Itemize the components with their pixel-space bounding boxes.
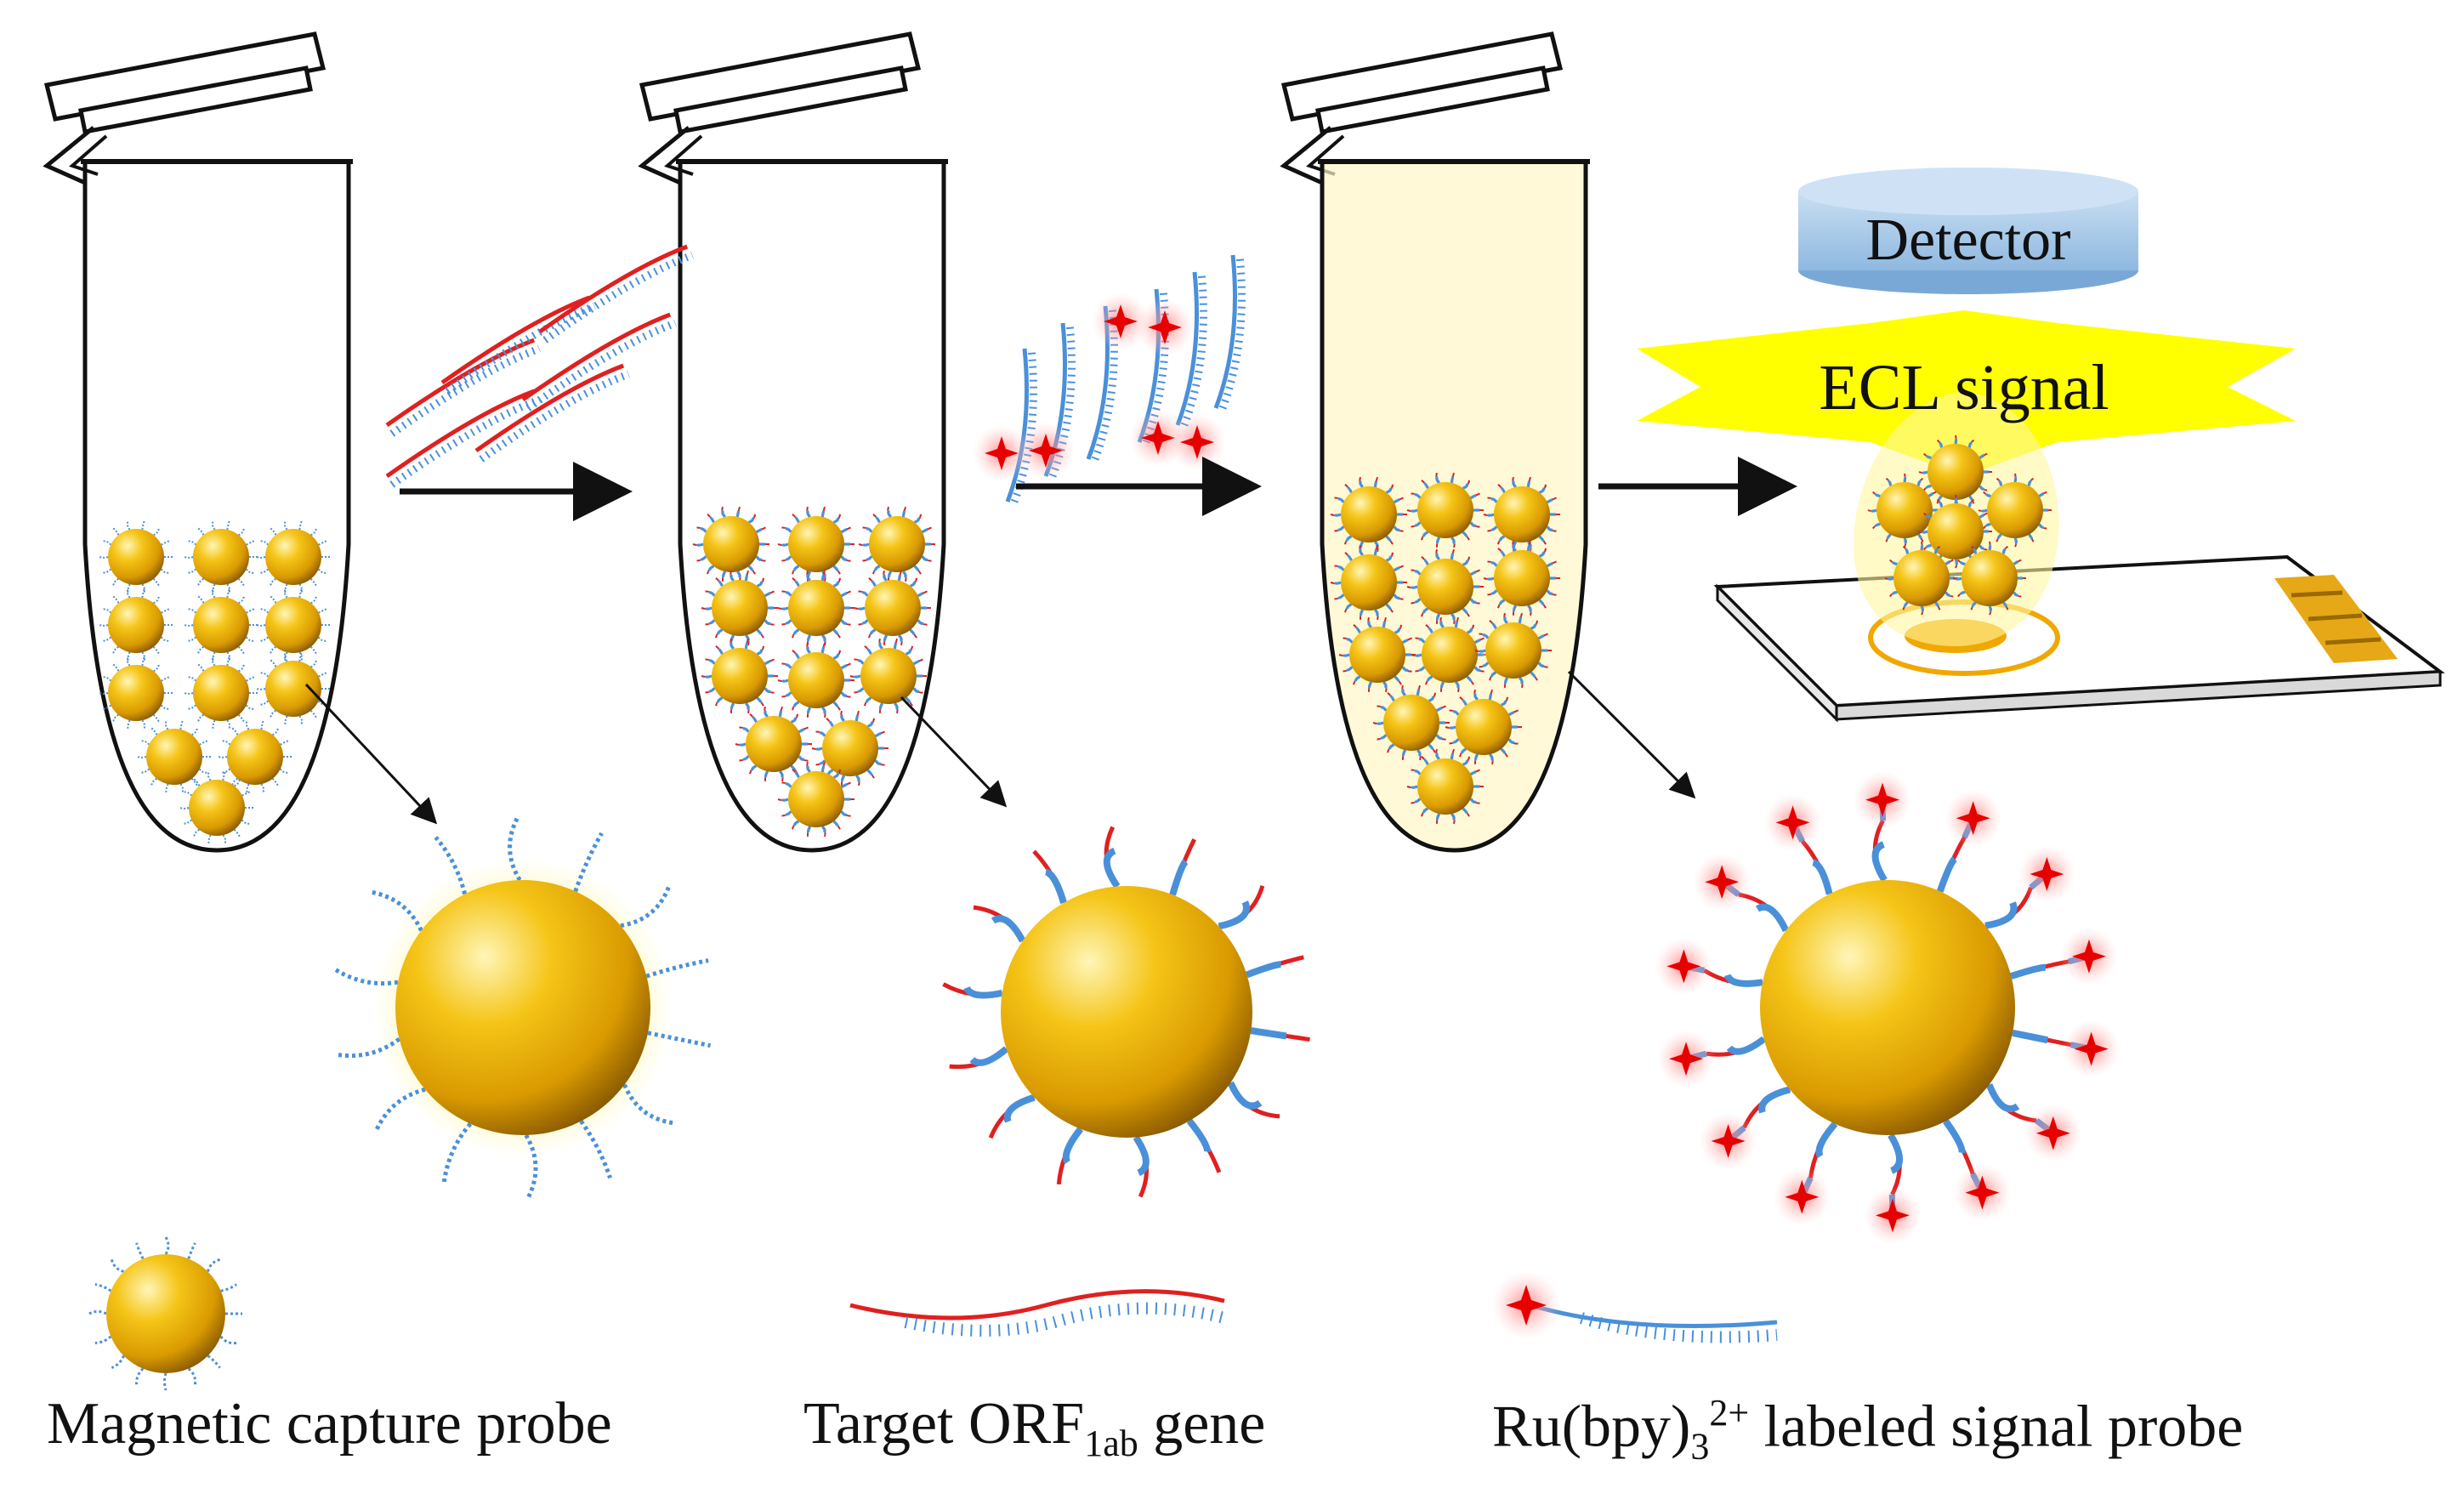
bead-icon <box>692 506 769 582</box>
bead-icon <box>1406 548 1484 625</box>
star-icon <box>1017 422 1075 480</box>
bead-icon <box>1952 541 2026 616</box>
star-icon <box>2024 1104 2082 1162</box>
dna-strand <box>538 244 694 344</box>
target-gene-caption: Target ORF1ab gene <box>803 1394 1265 1462</box>
target-caption-suffix: gene <box>1138 1391 1266 1457</box>
bead-icon <box>1406 472 1484 548</box>
star-icon <box>1092 292 1150 350</box>
bead-icon <box>1474 612 1552 689</box>
bead-icon <box>701 638 778 714</box>
bead-icon <box>256 588 330 662</box>
bead-icon <box>184 656 258 730</box>
bead-icon <box>184 588 258 662</box>
signal-caption-sup: 2+ <box>1709 1392 1750 1434</box>
star-icon <box>1863 1186 1922 1245</box>
dna-strand <box>385 338 541 437</box>
ecl-signal-label: ECL signal <box>1819 352 2109 423</box>
tube-icon <box>43 31 353 853</box>
legend-signal-strand <box>1491 1270 1778 1343</box>
bead-icon <box>218 720 292 793</box>
bead-icon <box>179 771 253 844</box>
signal-probe-strand <box>1213 254 1246 410</box>
bead-icon <box>99 588 173 662</box>
bead-icon <box>256 652 330 725</box>
bead-icon <box>1978 473 2052 548</box>
bead-icon <box>942 826 1310 1198</box>
dna-strand <box>385 389 541 488</box>
star-icon <box>973 424 1030 482</box>
bead-icon <box>811 710 889 787</box>
signal-caption-suffix: labeled signal probe <box>1749 1394 2244 1460</box>
dna-strand <box>474 363 630 463</box>
signal-probe-strand <box>1175 271 1207 427</box>
star-icon <box>1168 413 1226 471</box>
target-caption-prefix: Target ORF <box>803 1391 1085 1457</box>
bead-icon <box>735 706 812 782</box>
star-icon <box>1699 1112 1757 1171</box>
bead-icon <box>777 570 854 646</box>
bead-icon <box>88 1236 242 1391</box>
bead-icon <box>854 570 931 646</box>
star-icon <box>1773 1167 1831 1226</box>
detector-icon <box>1798 168 2138 294</box>
bead-icon <box>256 520 330 593</box>
dna-strand <box>521 312 677 412</box>
bead-icon <box>184 520 258 593</box>
star-icon <box>1491 1270 1561 1340</box>
capture-probe-caption: Magnetic capture probe <box>47 1391 612 1457</box>
bead-icon <box>777 506 854 582</box>
tube-icon <box>638 31 948 853</box>
bead-icon <box>1445 689 1522 765</box>
bead-icon <box>334 815 712 1201</box>
bead-icon <box>1338 616 1416 693</box>
signal-probe-strand <box>1005 348 1037 503</box>
star-icon <box>1953 1163 2012 1222</box>
star-icon <box>2059 927 2118 985</box>
bead-icon <box>1483 540 1560 616</box>
target-caption-sub: 1ab <box>1084 1423 1138 1464</box>
zoom-arrow-1 <box>304 683 438 825</box>
bead-icon <box>99 520 173 593</box>
bead-icon <box>137 720 211 793</box>
bead-icon <box>777 642 854 718</box>
signal-caption-sub: 3 <box>1690 1425 1710 1468</box>
legend-target-strand <box>849 1289 1226 1337</box>
star-icon <box>1854 770 1912 829</box>
star-icon <box>1944 789 2002 848</box>
zoom-arrow-2 <box>900 696 1008 808</box>
bead-icon <box>1655 770 2121 1245</box>
bead-icon <box>777 761 854 838</box>
signal-probe-caption: Ru(bpy)32+ labeled signal probe <box>1492 1394 2243 1465</box>
star-icon <box>2062 1019 2121 1078</box>
star-icon <box>2018 844 2076 903</box>
star-icon <box>1763 793 1822 852</box>
bead-icon <box>99 656 173 730</box>
bead-icon <box>1884 541 1958 616</box>
signal-caption-prefix: Ru(bpy) <box>1492 1394 1691 1460</box>
bead-icon <box>849 638 927 714</box>
detector-label: Detector <box>1865 207 2071 273</box>
bead-icon <box>858 506 935 582</box>
star-icon <box>1136 298 1194 356</box>
bead-icon <box>1483 476 1561 553</box>
bead-icon <box>1330 476 1408 553</box>
bead-icon <box>1406 748 1484 825</box>
bead-icon <box>701 570 778 646</box>
electrode-icon <box>1713 554 2445 723</box>
bead-icon <box>1330 544 1407 621</box>
dna-strand <box>440 295 596 395</box>
bead-icon <box>1372 684 1450 761</box>
star-icon <box>1693 853 1751 912</box>
zoom-arrow-3 <box>1567 670 1696 799</box>
bead-icon <box>1411 616 1488 693</box>
star-icon <box>1655 937 1713 996</box>
star-icon <box>1657 1030 1716 1088</box>
